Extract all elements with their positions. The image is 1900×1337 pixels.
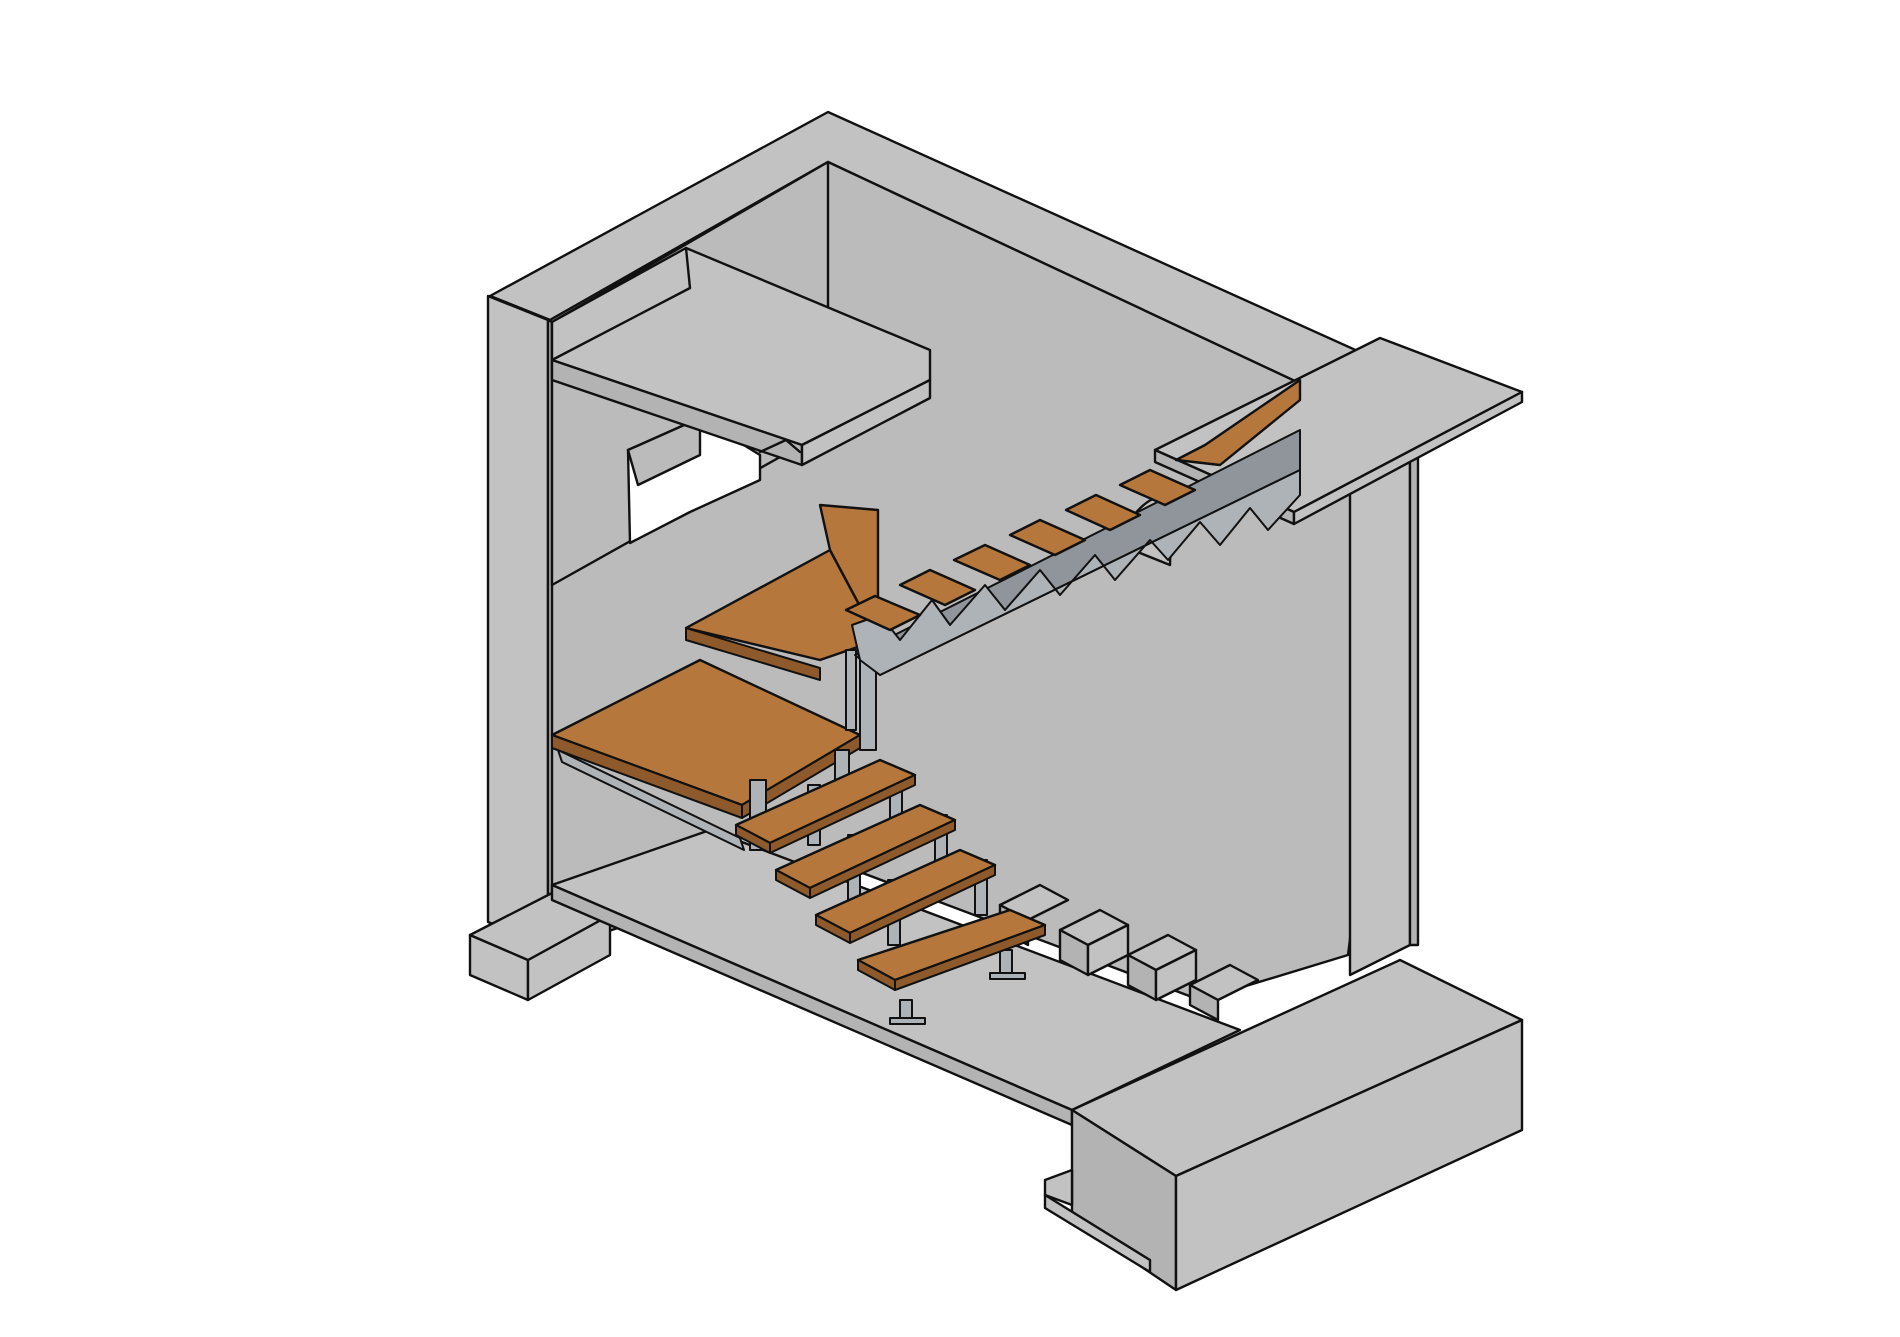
upper-flight (844, 378, 1302, 676)
lower-tread (814, 848, 997, 946)
lower-flight (734, 758, 1047, 1025)
support-block (1126, 933, 1198, 1002)
lower-tread (734, 758, 917, 854)
upper-left-slab (550, 246, 932, 467)
support-block (1058, 908, 1130, 977)
left-pillar (468, 294, 612, 1002)
right-pillar (1348, 438, 1420, 977)
support-block (1188, 963, 1260, 1022)
right-pedestal (1043, 958, 1524, 1292)
support-blocks (998, 883, 1260, 1022)
lower-landing (550, 658, 862, 851)
lower-tread (856, 908, 1047, 1025)
